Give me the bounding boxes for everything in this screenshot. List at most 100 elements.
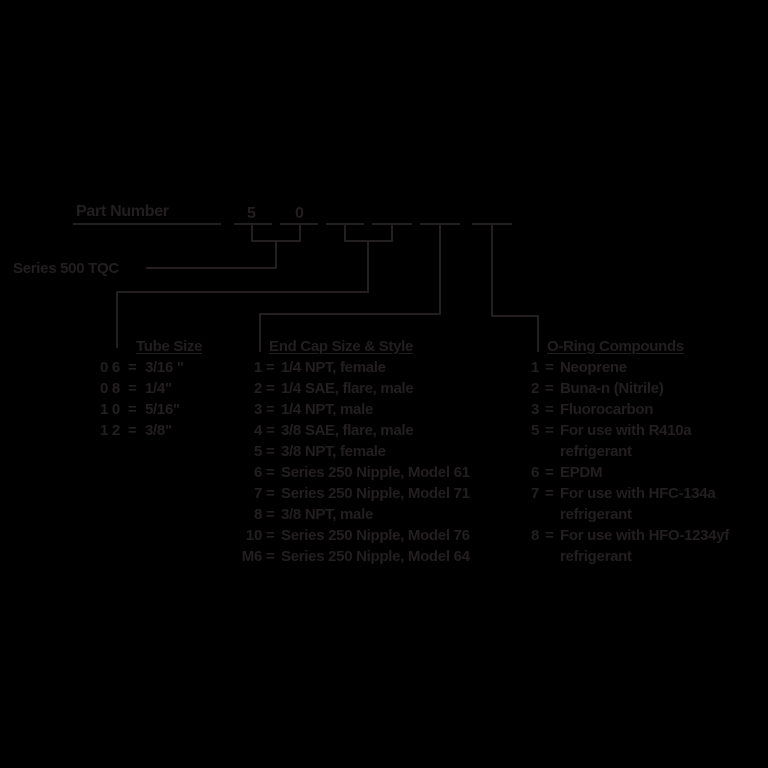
oring-leader-drop [537,315,539,352]
list-item-continuation: refrigerant [0,504,768,525]
tube-bracket-right [391,223,393,241]
list-item: 1 = Neoprene [0,357,768,378]
item-equals: = [545,359,554,376]
item-value: 1/4 NPT, male [281,401,373,418]
item-code: 0 8 [100,380,120,397]
list-item: 1 0 = 5/16" [0,399,240,420]
item-value: 1/4 SAE, flare, male [281,380,414,397]
oring-leader-vertical [491,223,493,317]
item-value: Series 250 Nipple, Model 64 [281,548,470,565]
item-code: 7 [253,485,262,502]
list-item: 1 = 1/4 NPT, female [0,357,520,378]
item-equals: = [266,548,275,565]
item-equals: = [545,401,554,418]
tube-leader-vertical [367,240,369,293]
item-equals: = [266,464,275,481]
tube-leader-horizontal [116,291,369,293]
item-code: 1 [531,359,540,376]
item-equals: = [266,506,275,523]
fixed-digit-0: 0 [295,205,304,222]
item-equals: = [128,380,137,397]
list-item: 6 = EPDM [0,462,768,483]
item-code: 5 [531,422,540,439]
oring-leader-horizontal [491,315,539,317]
item-code: 7 [531,485,540,502]
item-value: 3/8" [145,422,172,439]
tube-leader-drop [116,291,118,348]
series-leader-horizontal [146,267,277,269]
part-number-title: Part Number [76,203,169,220]
series-leader-vertical [275,240,277,269]
item-value: For use with R410a [560,422,692,439]
item-equals: = [545,422,554,439]
item-code: 4 [253,422,262,439]
item-code: 3 [253,401,262,418]
list-item: 8 = 3/8 NPT, male [0,504,520,525]
list-item: 0 6 = 3/16 " [0,357,240,378]
item-code: 6 [531,464,540,481]
item-equals: = [266,422,275,439]
end-cap-heading: End Cap Size & Style [269,338,414,355]
item-equals: = [266,527,275,544]
list-item: 6 = Series 250 Nipple, Model 61 [0,462,520,483]
list-item: 8 = For use with HFO-1234yf [0,525,768,546]
list-item: 2 = 1/4 SAE, flare, male [0,378,520,399]
item-equals: = [128,359,137,376]
item-equals: = [128,422,137,439]
item-value: 3/8 NPT, female [281,443,386,460]
o-ring-heading: O-Ring Compounds [547,338,684,355]
series-label: Series 500 TQC [13,260,119,277]
endcap-leader-drop [259,313,261,352]
tube-bracket-left [344,223,346,241]
item-value: Neoprene [560,359,627,376]
item-value-continued: refrigerant [560,443,632,460]
item-value: For use with HFO-1234yf [560,527,729,544]
item-equals: = [266,401,275,418]
item-code: 3 [531,401,540,418]
item-equals: = [545,380,554,397]
item-equals: = [266,485,275,502]
list-item: 5 = 3/8 NPT, female [0,441,520,462]
list-item-continuation: refrigerant [0,441,768,462]
item-equals: = [266,359,275,376]
item-value: Series 250 Nipple, Model 61 [281,464,470,481]
list-item: 0 8 = 1/4" [0,378,240,399]
list-item: 3 = 1/4 NPT, male [0,399,520,420]
item-value: Series 250 Nipple, Model 76 [281,527,470,544]
item-code: 0 6 [100,359,120,376]
item-value: Series 250 Nipple, Model 71 [281,485,470,502]
item-value-continued: refrigerant [560,506,632,523]
slot-1 [234,223,272,225]
item-value: 3/8 NPT, male [281,506,373,523]
tube-size-heading: Tube Size [136,338,203,355]
item-value: 5/16" [145,401,180,418]
item-code: 8 [531,527,540,544]
item-code: 2 [531,380,540,397]
series-bracket-left [251,223,253,241]
item-code: 5 [253,443,262,460]
item-value-continued: refrigerant [560,548,632,565]
item-equals: = [128,401,137,418]
list-item: 7 = For use with HFC-134a [0,483,768,504]
list-item: 7 = Series 250 Nipple, Model 71 [0,483,520,504]
title-underline [73,223,221,225]
item-equals: = [545,464,554,481]
item-equals: = [266,380,275,397]
item-value: 3/8 SAE, flare, male [281,422,414,439]
list-item: 4 = 3/8 SAE, flare, male [0,420,520,441]
item-value: EPDM [560,464,603,481]
item-code: 10 [245,527,262,544]
item-code: 1 2 [100,422,120,439]
list-item: 1 2 = 3/8" [0,420,240,441]
item-value: 1/4" [145,380,172,397]
list-item: 10 = Series 250 Nipple, Model 76 [0,525,520,546]
list-item: M6 = Series 250 Nipple, Model 64 [0,546,520,567]
endcap-leader-vertical [439,223,441,315]
list-item: 5 = For use with R410a [0,420,768,441]
item-code: 2 [253,380,262,397]
item-equals: = [545,527,554,544]
item-code: M6 [241,548,263,565]
item-code: 1 0 [100,401,120,418]
item-equals: = [545,485,554,502]
item-code: 8 [253,506,262,523]
